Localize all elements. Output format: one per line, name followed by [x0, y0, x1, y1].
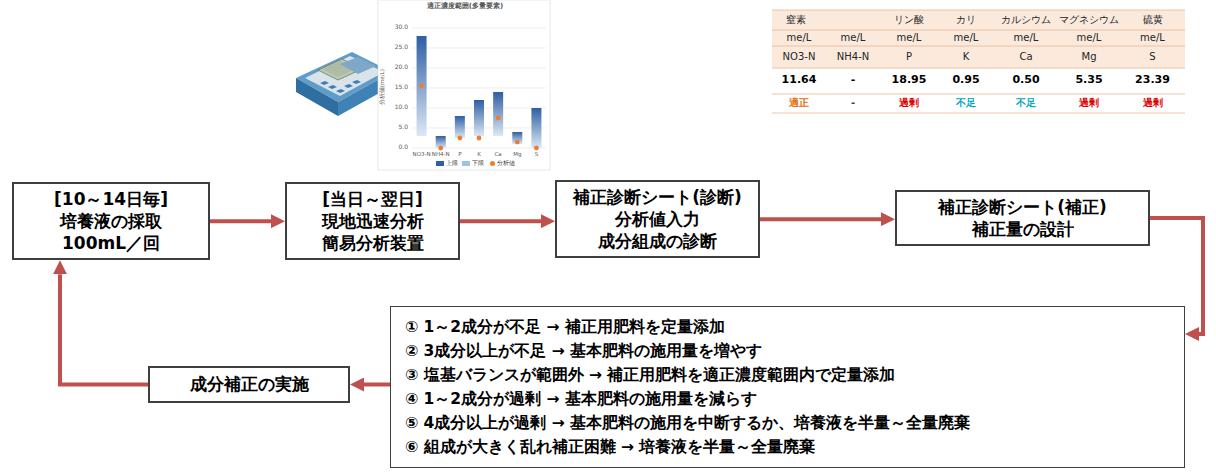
status-cell: -	[826, 97, 880, 109]
value-cell: 5.35	[1058, 74, 1120, 87]
chart-title: 適正濃度範囲(多量要素)	[380, 2, 550, 10]
value-cell: 23.39	[1120, 74, 1185, 87]
table-cell: me/L	[772, 32, 826, 44]
flow-arrow	[460, 219, 541, 223]
value-cell: 0.95	[938, 74, 994, 87]
result-table-grid	[772, 10, 1185, 113]
axis-tick-label: 15.0	[386, 84, 408, 91]
value-cell: -	[826, 74, 880, 87]
legend-text: 下限	[472, 160, 484, 167]
legend-text: 分析値	[497, 160, 515, 167]
table-cell: me/L	[994, 32, 1058, 44]
box-text: ⑤ 4成分以上が過剰 → 基本肥料の施用を中断するか、培養液を半量～全量廃棄	[405, 411, 970, 435]
table-cell: me/L	[826, 32, 880, 44]
table-cell: me/L	[1120, 32, 1185, 44]
flow-arrow	[60, 274, 148, 384]
analyzer-device	[296, 52, 392, 116]
table-cell: Ca	[994, 51, 1058, 63]
table-cell: NH4-N	[826, 51, 880, 63]
axis-tick-label: 10.0	[386, 104, 408, 111]
flow-arrow	[210, 219, 271, 223]
value-cell: 18.95	[880, 74, 938, 87]
box-text: 分析値入力	[615, 208, 700, 230]
axis-tick-label: 25.0	[386, 44, 408, 51]
box-text: 現地迅速分析	[322, 210, 424, 232]
status-cell: 不足	[994, 97, 1058, 109]
flow-arrow	[364, 383, 390, 387]
process-box: 補正診断シート(補正)補正量の設計	[895, 190, 1150, 246]
axis-tick-label: 20.0	[386, 64, 408, 71]
box-text: ③ 塩基バランスが範囲外 → 補正用肥料を適正濃度範囲内で定量添加	[405, 363, 895, 387]
table-header: カルシウム	[994, 14, 1058, 26]
table-header: リン酸	[880, 14, 938, 26]
category-label: S	[525, 151, 547, 157]
status-cell: 過剰	[1120, 97, 1185, 109]
process-box: [10～14日毎]培養液の採取100mL／回	[12, 182, 210, 260]
box-text: 100mL／回	[62, 232, 160, 254]
legend-swatch	[436, 161, 444, 166]
status-cell: 過剰	[1058, 97, 1120, 109]
box-text: 成分組成の診断	[598, 230, 717, 252]
rule-list-box: ① 1～2成分が不足 → 補正用肥料を定量添加② 3成分以上が不足 → 基本肥料…	[390, 306, 1185, 468]
box-heading: ① 1～2成分が不足 → 補正用肥料を定量添加	[405, 315, 725, 339]
table-header: カリ	[938, 14, 994, 26]
table-cell: me/L	[1058, 32, 1120, 44]
table-cell: S	[1120, 51, 1185, 63]
process-box: [当日～翌日]現地迅速分析簡易分析装置	[285, 182, 460, 260]
box-heading: 成分補正の実施	[190, 373, 309, 395]
category-label: K	[468, 151, 490, 157]
legend-item: 上限	[436, 160, 458, 167]
value-cell: 11.64	[772, 74, 826, 87]
category-label: NH4-N	[430, 151, 452, 157]
box-heading: [当日～翌日]	[322, 188, 423, 210]
axis-tick-label: 5.0	[386, 124, 408, 131]
table-header: マグネシウム	[1058, 14, 1120, 26]
table-cell: Mg	[1058, 51, 1120, 63]
table-cell: me/L	[938, 32, 994, 44]
box-text: ⑥ 組成が大きく乱れ補正困難 → 培養液を半量～全量廃棄	[405, 435, 815, 459]
legend-text: 上限	[446, 160, 458, 167]
process-box: 補正診断シート(診断)分析値入力成分組成の診断	[555, 180, 760, 258]
process-box: 成分補正の実施	[148, 366, 350, 403]
box-text: 補正量の設計	[972, 218, 1074, 240]
box-heading: [10～14日毎]	[54, 188, 168, 210]
axis-tick-label: 30.0	[386, 24, 408, 31]
flow-arrow	[760, 217, 881, 221]
legend-item: 下限	[462, 160, 484, 167]
table-header: 窒素	[786, 14, 880, 26]
box-text: ④ 1～2成分が過剰 → 基本肥料の施用量を減らす	[405, 387, 757, 411]
status-cell: 適正	[772, 97, 826, 109]
category-label: NO3-N	[411, 151, 433, 157]
axis-title: 分析値(me/L)	[379, 62, 385, 112]
table-cell: P	[880, 51, 938, 63]
box-text: 培養液の採取	[60, 210, 162, 232]
box-text: 簡易分析装置	[322, 232, 424, 254]
table-cell: K	[938, 51, 994, 63]
table-header: 硫黄	[1120, 14, 1185, 26]
legend-dot	[490, 161, 495, 166]
table-cell: me/L	[880, 32, 938, 44]
box-heading: 補正診断シート(補正)	[938, 196, 1107, 218]
status-cell: 不足	[938, 97, 994, 109]
category-label: P	[449, 151, 471, 157]
legend-swatch	[462, 161, 470, 166]
box-text: ② 3成分以上が不足 → 基本肥料の施用量を増やす	[405, 339, 762, 363]
axis-tick-label: 0.0	[386, 144, 408, 151]
category-label: Ca	[487, 151, 509, 157]
category-label: Mg	[506, 151, 528, 157]
box-heading: 補正診断シート(診断)	[573, 186, 742, 208]
range-chart	[378, 0, 550, 170]
value-cell: 0.50	[994, 74, 1058, 87]
table-cell: NO3-N	[772, 51, 826, 63]
legend-item: 分析値	[490, 160, 515, 167]
status-cell: 過剰	[880, 97, 938, 109]
